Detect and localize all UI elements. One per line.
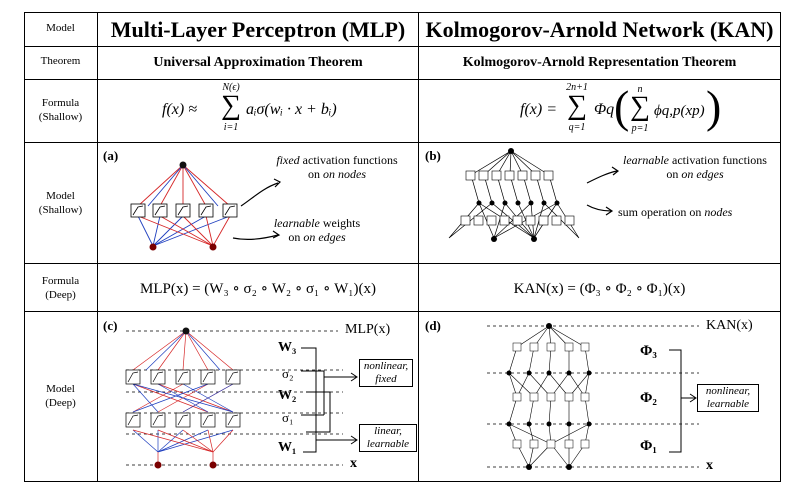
row-label-formula-shallow: Formula(Shallow): [38, 97, 83, 123]
mlp-sum-bottom: i=1: [223, 122, 239, 133]
mlp-input-label: x: [350, 456, 357, 471]
kan-right-paren: ): [706, 81, 722, 132]
row-label-formula-deep: Formula(Deep): [41, 275, 80, 301]
mlp-formula-body: aᵢσ(wᵢ · x + bᵢ): [246, 101, 337, 118]
mlp-theorem: Universal Approximation Theorem: [153, 55, 363, 70]
kan-outer-top: 2n+1: [566, 82, 588, 93]
kan-inner-top: n: [637, 84, 643, 95]
kan-sum-annotation: sum operation on nodes: [618, 205, 733, 219]
kan-layer-phi2: Φ₂: [640, 390, 657, 406]
kan-inner-func: ϕq,p(xp): [654, 103, 705, 119]
panel-c-label: (c): [103, 318, 118, 333]
kan-outer-bottom: q=1: [568, 122, 586, 133]
kan-left-paren: (: [614, 81, 630, 132]
kan-learnable-annotation: learnable activation functions on on edg…: [623, 153, 767, 181]
mlp-deep-formula: MLP(x) = (W₃ ∘ σ₂ ∘ W₂ ∘ σ₁ ∘ W₁)(x): [140, 281, 376, 297]
panel-b-label: (b): [425, 148, 441, 163]
mlp-sum-top: N(ϵ): [222, 82, 240, 93]
kan-outer-func: Φq: [594, 101, 615, 118]
shallow-mlp-diagram: [130, 161, 282, 251]
row-label-model-deep: Model(Deep): [45, 383, 76, 409]
mlp-learnable-annotation: learnable weights on on edges: [273, 216, 361, 244]
kan-layer-phi1: Φ₁: [640, 438, 657, 454]
kan-inner-sum: ∑: [630, 91, 650, 122]
mlp-title: Multi-Layer Perceptron (MLP): [110, 17, 406, 42]
mlp-fixed-annotation: fixed activation functions on on nodes: [276, 153, 398, 181]
mlp-layer-w3: W₃: [278, 340, 297, 355]
mlp-layer-sigma2: σ₂: [282, 366, 294, 381]
mlp-layer-sigma1: σ₁: [282, 410, 294, 425]
kan-inner-bottom: p=1: [631, 123, 649, 134]
kan-input-label: x: [706, 458, 713, 473]
panel-d-label: (d): [425, 318, 441, 333]
mlp-linear-box: linear,learnable: [359, 424, 417, 452]
deep-kan-diagram: [487, 323, 699, 470]
row-label-theorem: Theorem: [40, 55, 81, 67]
mlp-output-label: MLP(x): [345, 322, 391, 337]
mlp-layer-w1: W₁: [278, 440, 297, 455]
kan-theorem: Kolmogorov-Arnold Representation Theorem: [462, 55, 737, 70]
mlp-formula-lhs: f(x) ≈: [162, 101, 197, 118]
mlp-nonlinear-box: nonlinear,fixed: [359, 359, 413, 387]
kan-title: Kolmogorov-Arnold Network (KAN): [425, 17, 774, 42]
row-label-model-shallow: Model(Shallow): [38, 190, 83, 216]
kan-nonlinear-box: nonlinear,learnable: [697, 384, 759, 412]
deep-mlp-diagram: [125, 327, 358, 469]
shallow-kan-diagram: [448, 148, 620, 242]
panel-a-label: (a): [103, 148, 119, 163]
kan-output-label: KAN(x): [706, 318, 753, 333]
kan-deep-formula: KAN(x) = (Φ₃ ∘ Φ₂ ∘ Φ₁)(x): [513, 281, 686, 297]
kan-outer-sum: ∑: [567, 90, 587, 121]
kan-layer-phi3: Φ₃: [640, 343, 657, 359]
mlp-sum-sign: ∑: [221, 90, 241, 121]
header-model-label: Model: [46, 22, 75, 34]
kan-formula-lhs: f(x) =: [520, 101, 557, 118]
mlp-layer-w2: W₂: [278, 388, 297, 403]
